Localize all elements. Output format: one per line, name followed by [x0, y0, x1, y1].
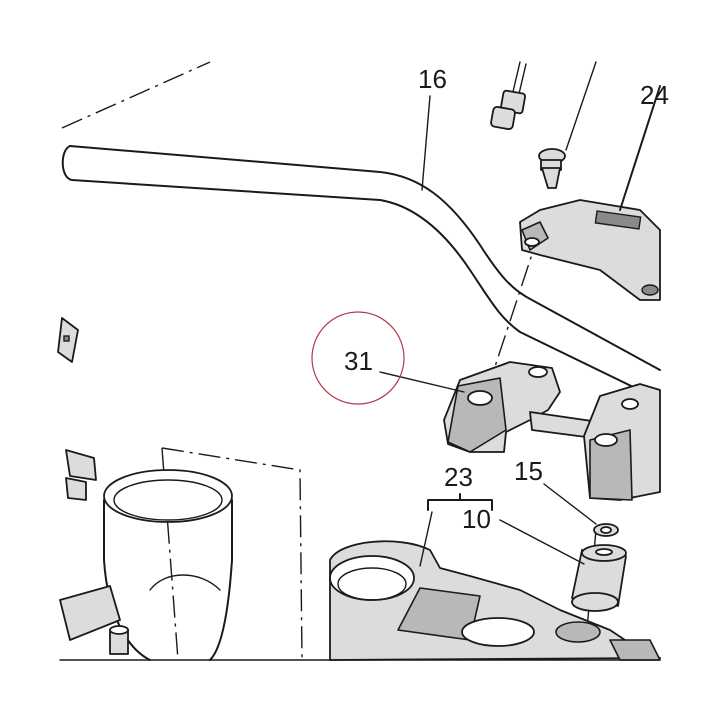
group-bracket — [427, 493, 493, 511]
connector-top — [490, 61, 527, 131]
callout-10: 10 — [462, 504, 491, 534]
riser-clamp-assembly — [443, 361, 661, 501]
top-clamp-partial — [519, 85, 661, 301]
lower-left-hardware — [59, 585, 129, 655]
leader-lines — [379, 95, 597, 567]
callout-31: 31 — [344, 346, 373, 376]
bushing — [571, 544, 627, 612]
washer — [593, 523, 619, 537]
lower-triple-clamp — [329, 540, 661, 661]
callout-23: 23 — [444, 462, 473, 492]
fork-tube — [103, 469, 233, 661]
callout-24: 24 — [640, 80, 669, 110]
side-connector — [57, 317, 97, 501]
highlight-circle — [311, 311, 405, 405]
handlebar — [61, 145, 661, 401]
callout-15: 15 — [514, 456, 543, 486]
callout-16: 16 — [418, 64, 447, 94]
bolt — [538, 61, 597, 189]
